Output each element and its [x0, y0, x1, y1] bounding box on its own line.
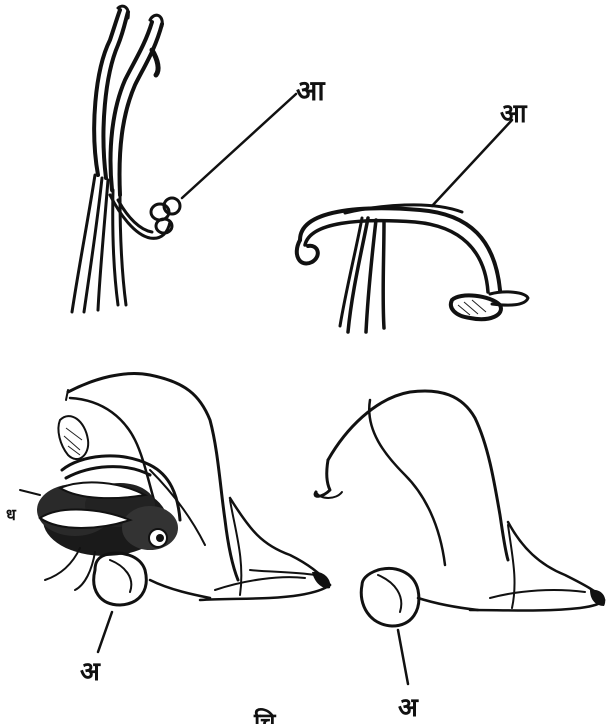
caption-fragment: चि	[253, 707, 277, 724]
label-stamen-right: आ	[500, 99, 528, 129]
label-flower-left: अ	[80, 657, 101, 687]
pointer-line-left-stamen	[182, 94, 296, 198]
flower-with-insect	[20, 374, 330, 652]
pointer-line-right-stamen	[432, 120, 512, 206]
label-stamen-left: आ	[296, 74, 326, 107]
bee-insect	[20, 482, 178, 590]
stamen-pair-left	[72, 6, 296, 312]
label-insect-marker: ध	[6, 505, 17, 524]
label-flower-right: अ	[398, 693, 419, 723]
stamen-pair-right	[297, 120, 528, 332]
pointer-line-left-flower	[98, 612, 112, 652]
pointer-line-right-flower	[398, 630, 408, 684]
flower-without-insect	[315, 391, 605, 684]
